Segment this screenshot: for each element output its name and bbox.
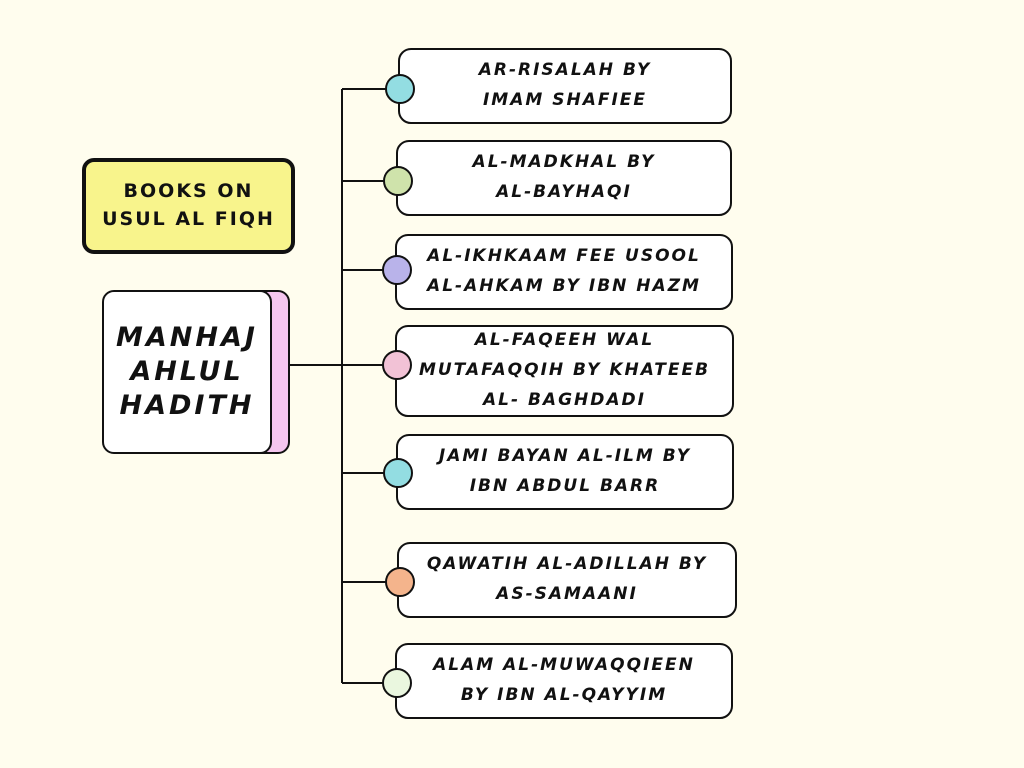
branch-dot	[383, 166, 413, 196]
book-label: AR-RISALAH BY IMAM SHAFIEE	[478, 60, 652, 110]
title-text: BOOKS ON USUL AL FIQH	[102, 180, 275, 230]
book-node[interactable]: AL-FAQEEH WAL MUTAFAQQIH BY KHATEEB AL- …	[395, 325, 734, 417]
book-node[interactable]: AL-IKHKAAM FEE USOOL AL-AHKAM BY IBN HAZ…	[395, 234, 733, 310]
root-node[interactable]: MANHAJ AHLUL HADITH	[102, 290, 272, 454]
title-box: BOOKS ON USUL AL FIQH	[82, 158, 295, 254]
book-node[interactable]: JAMI BAYAN AL-ILM BY IBN ABDUL BARR	[396, 434, 734, 510]
book-label: AL-FAQEEH WAL MUTAFAQQIH BY KHATEEB AL- …	[418, 330, 711, 410]
book-label: QAWATIH AL-ADILLAH BY AS-SAMAANI	[426, 554, 708, 604]
book-node[interactable]: AR-RISALAH BY IMAM SHAFIEE	[398, 48, 732, 124]
book-node[interactable]: QAWATIH AL-ADILLAH BY AS-SAMAANI	[397, 542, 737, 618]
book-node[interactable]: ALAM AL-MUWAQQIEEN BY IBN AL-QAYYIM	[395, 643, 733, 719]
book-node[interactable]: AL-MADKHAL BY AL-BAYHAQI	[396, 140, 732, 216]
book-label: JAMI BAYAN AL-ILM BY IBN ABDUL BARR	[438, 446, 692, 496]
book-label: AL-IKHKAAM FEE USOOL AL-AHKAM BY IBN HAZ…	[427, 246, 701, 296]
branch-dot	[382, 668, 412, 698]
branch-dot	[385, 567, 415, 597]
root-node-label: MANHAJ AHLUL HADITH	[116, 322, 258, 421]
branch-dot	[382, 350, 412, 380]
branch-dot	[382, 255, 412, 285]
book-label: ALAM AL-MUWAQQIEEN BY IBN AL-QAYYIM	[433, 655, 695, 705]
book-label: AL-MADKHAL BY AL-BAYHAQI	[472, 152, 656, 202]
branch-dot	[383, 458, 413, 488]
branch-dot	[385, 74, 415, 104]
